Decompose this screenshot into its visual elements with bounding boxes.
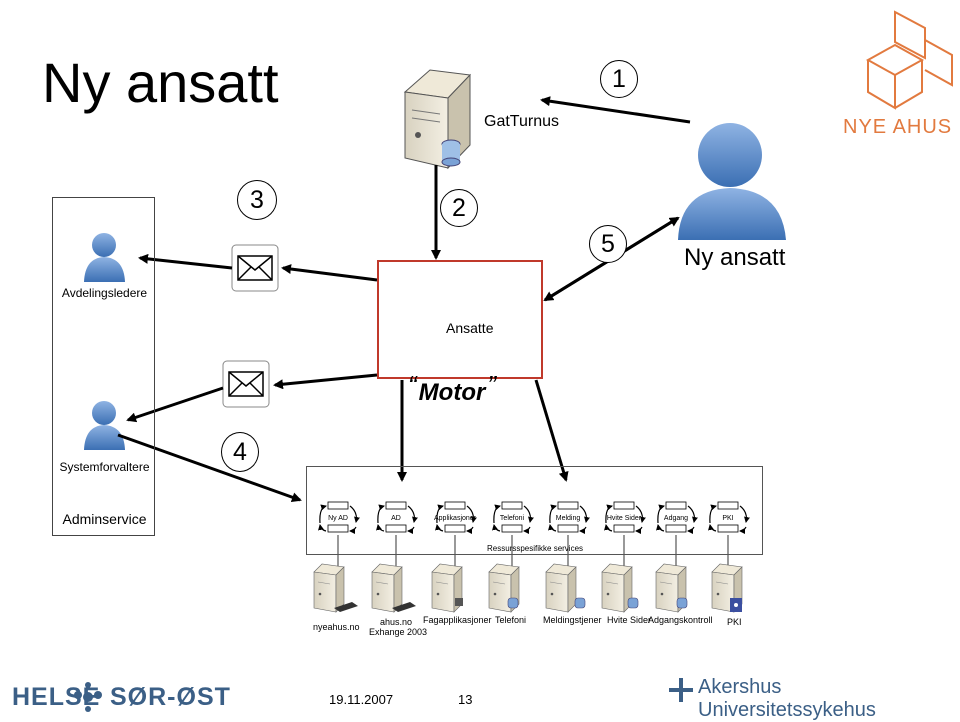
arrow-motor-to-melding — [534, 379, 569, 482]
footer-ahus-text: Akershus Universitetssykehus — [698, 676, 876, 721]
service-label: PKI — [722, 515, 734, 522]
systemforvaltere-person-icon — [84, 401, 125, 450]
server-label-hvite-sider: Hvite Sider — [607, 615, 652, 625]
systemforvaltere-label: Systemforvaltere — [59, 460, 150, 474]
helse-logo-dots-icon — [74, 682, 102, 712]
gatturnus-label: GatTurnus — [484, 113, 559, 130]
left-roles-panel: Avdelingsledere Systemforvaltere Adminse… — [52, 197, 155, 536]
server-label-adgangskontroll: Adgangskontroll — [648, 615, 713, 625]
service-cycle-icon — [318, 501, 360, 534]
arrow-motor-to-envelope-lower — [273, 373, 378, 390]
footer-page-number: 13 — [458, 692, 473, 707]
step-5-badge: 5 — [589, 225, 627, 263]
database-icon — [574, 597, 586, 609]
arrow-envelope-to-avdelingsledere — [138, 253, 233, 270]
arrow-envelope-to-systemforvaltere — [126, 386, 224, 423]
server-row — [313, 563, 743, 613]
footer-helse-text: HELSE — [12, 683, 101, 711]
server-label-nyeahus: nyeahus.no — [313, 622, 360, 632]
service-cycle-icon — [708, 501, 750, 534]
service-label: Hvite Sider — [606, 515, 642, 522]
service-label: Telefoni — [499, 515, 525, 522]
envelope-icon-upper — [231, 244, 279, 292]
server-icon — [711, 563, 743, 613]
ressursspesifikke-services-caption: Ressursspesifikke services — [487, 544, 584, 553]
services-box — [306, 466, 763, 555]
motor-box — [377, 260, 543, 379]
service-cycle-icon — [656, 501, 698, 534]
step-3-badge: 3 — [237, 180, 277, 220]
server-label-exchange: Exhange 2003 — [369, 627, 428, 637]
database-icon — [676, 597, 688, 609]
keyboard-icon — [392, 602, 416, 612]
nye-ahus-logo-icon — [865, 10, 953, 110]
smartcard-icon — [730, 598, 742, 612]
step-4-badge: 4 — [221, 432, 259, 472]
arrow-systemforvaltere-to-services — [117, 433, 302, 503]
server-icon — [313, 563, 345, 613]
ahus-logo-cross-icon — [669, 678, 693, 702]
server-icon — [601, 563, 633, 613]
server-label-pki: PKI — [727, 617, 742, 627]
service-cycle-icon — [492, 501, 534, 534]
step-1-badge: 1 — [600, 60, 638, 98]
service-label: Applikasjoner — [433, 515, 477, 522]
avdelingsledere-person-icon — [84, 233, 125, 282]
avdelingsledere-label: Avdelingsledere — [61, 286, 148, 300]
telephone-icon — [455, 598, 463, 606]
service-cycle-icon — [376, 501, 418, 534]
footer-sor-ost-text: SØR-ØST — [110, 683, 231, 711]
service-cycles — [318, 501, 750, 534]
arrow-motor-to-envelope-upper — [281, 264, 378, 282]
server-label-ahus: ahus.no — [380, 617, 413, 627]
service-label: AD — [391, 515, 401, 522]
service-label: Melding — [555, 515, 581, 522]
arrow-ny-ansatt-to-gatturnus — [540, 96, 691, 124]
envelope-icon-lower — [222, 360, 270, 408]
adminservice-label: Adminservice — [62, 511, 147, 527]
service-cycle-icon — [604, 501, 646, 534]
gatturnus-server-icon — [403, 69, 472, 170]
service-server-connectors — [337, 535, 729, 570]
ny-ansatt-person-icon — [678, 123, 786, 240]
service-label: Ny AD — [328, 515, 348, 522]
service-label: Adgang — [663, 515, 689, 522]
page-title: Ny ansatt — [42, 51, 279, 114]
database-icon — [507, 597, 519, 609]
footer-date: 19.11.2007 — [329, 692, 394, 707]
step-2-badge: 2 — [440, 189, 478, 227]
server-icon — [371, 563, 403, 613]
server-label-meldingstjener: Meldingstjener — [543, 615, 602, 625]
database-icon — [627, 597, 639, 609]
ny-ansatt-label: Ny ansatt — [684, 244, 786, 271]
motor-label: “Motor” — [408, 370, 496, 406]
service-cycle-icon — [435, 501, 477, 534]
keyboard-icon — [334, 602, 358, 612]
server-label-telefoni: Telefoni — [495, 615, 527, 625]
nye-ahus-logo-text: NYE AHUS — [843, 116, 953, 138]
server-label-fagapplikasjoner: Fagapplikasjoner — [423, 615, 492, 625]
service-cycle-icon — [548, 501, 590, 534]
server-icon — [545, 563, 577, 613]
ansatte-label: Ansatte — [446, 320, 494, 336]
